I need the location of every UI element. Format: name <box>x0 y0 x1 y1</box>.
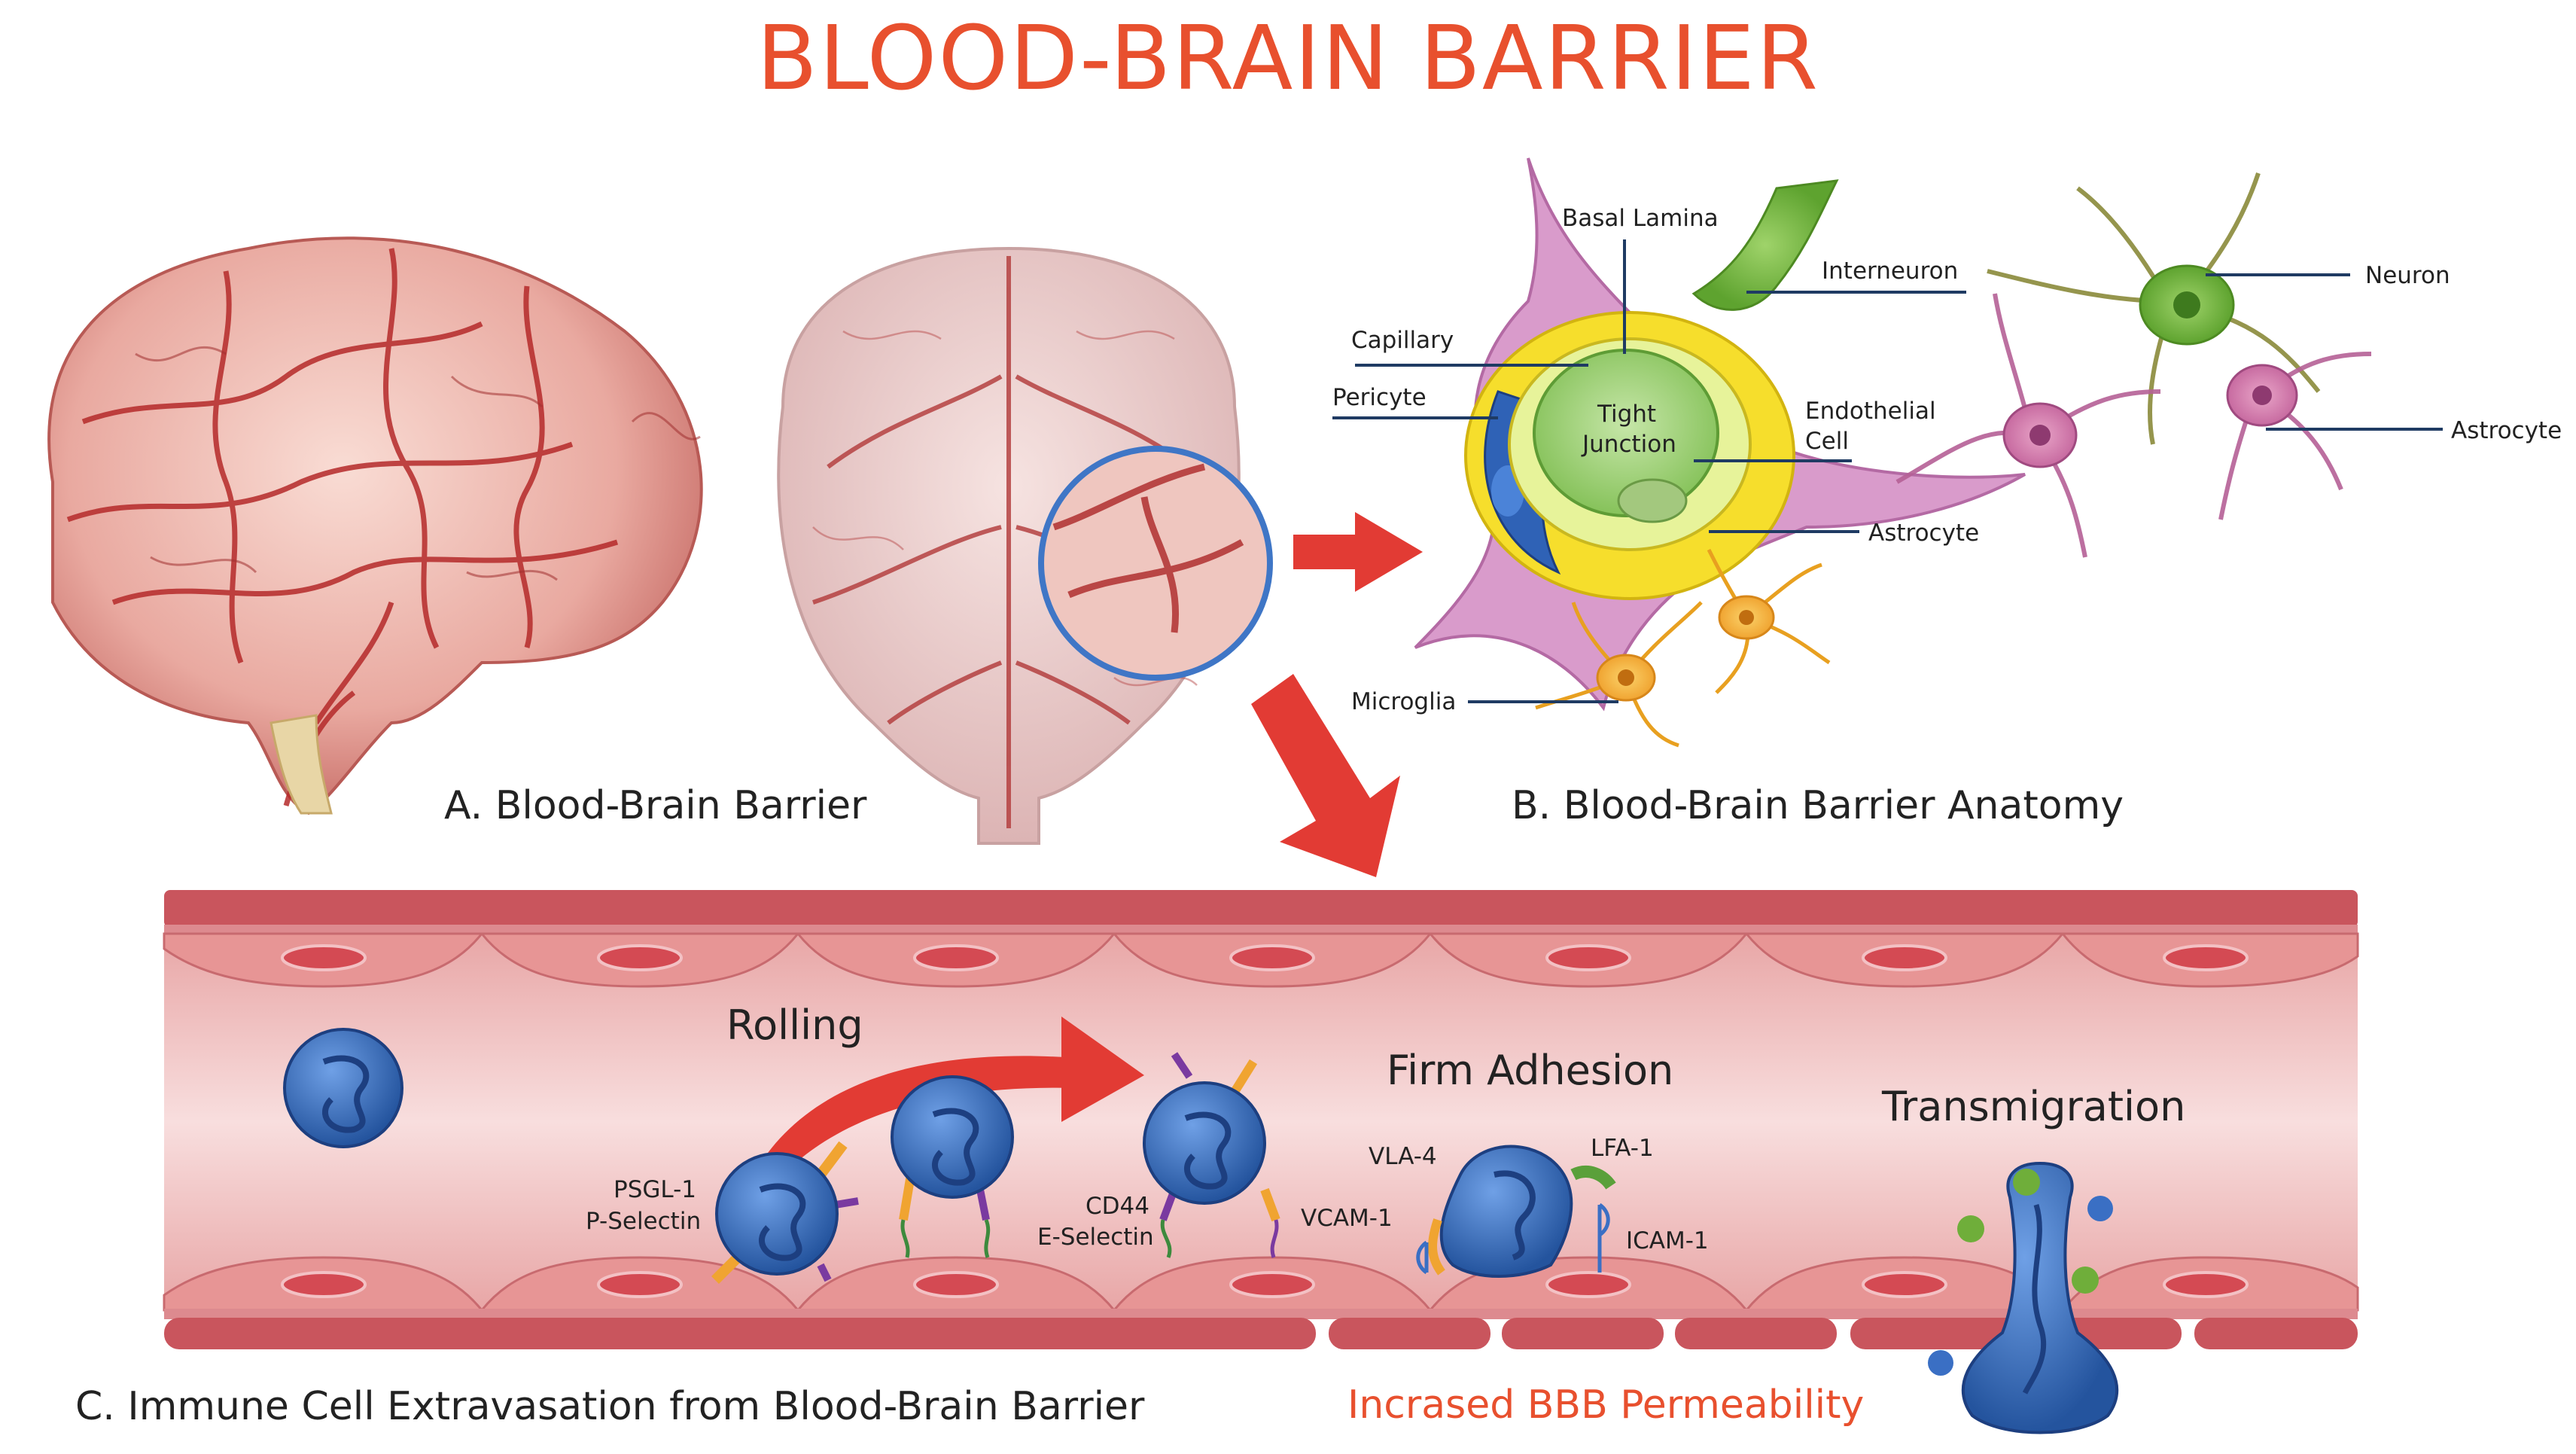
label-eselectin: E-Selectin <box>1037 1224 1154 1251</box>
panel-c-labels: Rolling Firm Adhesion Transmigration PSG… <box>586 1001 2185 1254</box>
rolling-arrow <box>760 1017 1144 1175</box>
label-endothelial-1: Endothelial <box>1805 398 1936 425</box>
immune-cell-rolling-3 <box>1143 1052 1280 1258</box>
label-psgl1: PSGL-1 <box>614 1176 696 1203</box>
label-cd44: CD44 <box>1086 1193 1149 1220</box>
arrow-to-panel-b <box>1293 512 1423 592</box>
immune-cell-transmigration <box>1961 1161 2119 1434</box>
caption-panel-b: B. Blood-Brain Barrier Anatomy <box>1512 783 2124 828</box>
label-astrocyte-bottom: Astrocyte <box>1868 520 1979 547</box>
immune-cell-rolling-1 <box>711 1141 859 1284</box>
arrow-to-panel-c <box>1251 674 1400 877</box>
immune-cell-rolling-2 <box>891 1075 1014 1258</box>
panel-b-illustration <box>1332 157 2443 748</box>
caption-panel-c: C. Immune Cell Extravasation from Blood-… <box>75 1384 1145 1429</box>
label-pselectin: P-Selectin <box>586 1208 701 1235</box>
label-tight-junction-2: Junction <box>1581 431 1676 458</box>
label-capillary: Capillary <box>1351 327 1454 354</box>
label-tight-junction-1: Tight <box>1597 401 1656 428</box>
label-lfa1: LFA-1 <box>1591 1135 1654 1162</box>
panel-c-vessel <box>163 890 2359 1349</box>
label-vcam1: VCAM-1 <box>1301 1205 1393 1232</box>
label-pericyte: Pericyte <box>1332 384 1427 411</box>
permeability-note: Incrased BBB Permeability <box>1347 1382 1865 1428</box>
chemokine-dots <box>1928 1169 2113 1376</box>
label-neuron: Neuron <box>2365 262 2450 289</box>
brain-front-view <box>777 246 1273 845</box>
immune-cells <box>283 1028 2119 1434</box>
brain-side-view <box>47 236 703 815</box>
label-interneuron: Interneuron <box>1822 258 1958 285</box>
immune-cell-adhesion <box>1416 1145 1616 1278</box>
stage-transmigration: Transmigration <box>1881 1083 2185 1130</box>
label-basal-lamina: Basal Lamina <box>1562 205 1719 232</box>
label-endothelial-2: Cell <box>1805 428 1849 455</box>
panel-a-illustration <box>47 236 1273 845</box>
immune-cell-free <box>283 1028 403 1148</box>
label-icam1: ICAM-1 <box>1626 1227 1709 1254</box>
page-title: BLOOD-BRAIN BARRIER <box>757 6 1819 110</box>
stage-rolling: Rolling <box>726 1001 863 1049</box>
label-astrocyte-right: Astrocyte <box>2451 417 2562 444</box>
caption-panel-a: A. Blood-Brain Barrier <box>444 783 867 828</box>
panel-b-labels: Basal Lamina Interneuron Neuron Capillar… <box>1332 205 2562 715</box>
stage-firm-adhesion: Firm Adhesion <box>1387 1047 1673 1094</box>
label-vla4: VLA-4 <box>1369 1143 1437 1170</box>
label-microglia: Microglia <box>1351 688 1456 715</box>
